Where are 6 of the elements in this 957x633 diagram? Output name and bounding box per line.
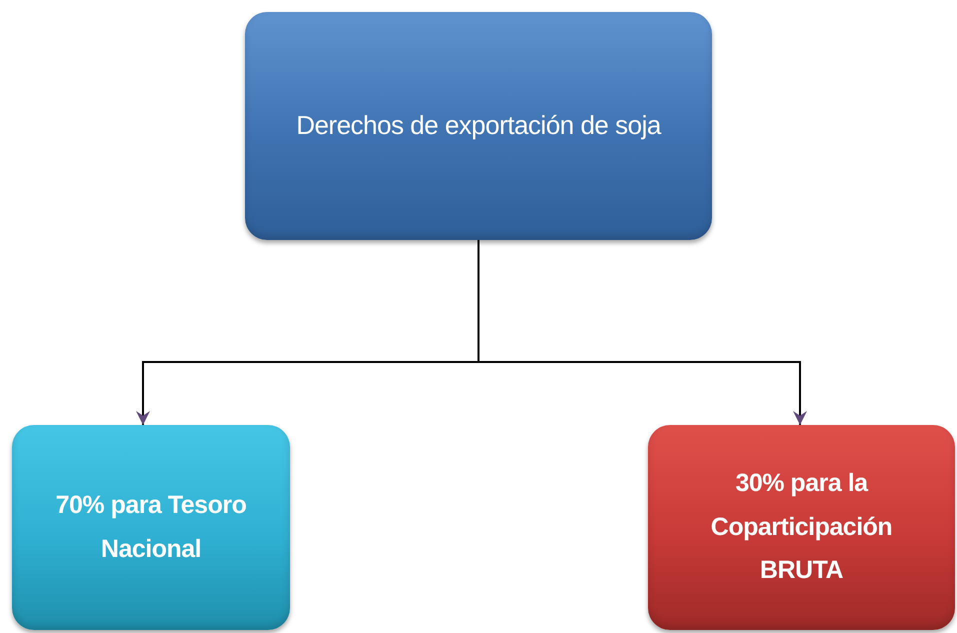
- process-box: [245, 12, 712, 240]
- process-box: [648, 425, 955, 630]
- box-label: 70% para Tesoro Nacional: [54, 490, 248, 564]
- process-box: [12, 425, 290, 630]
- box-label: Derechos de exportación de soja: [296, 109, 661, 142]
- box-label: 30% para la Coparticipación BRUTA: [710, 468, 894, 586]
